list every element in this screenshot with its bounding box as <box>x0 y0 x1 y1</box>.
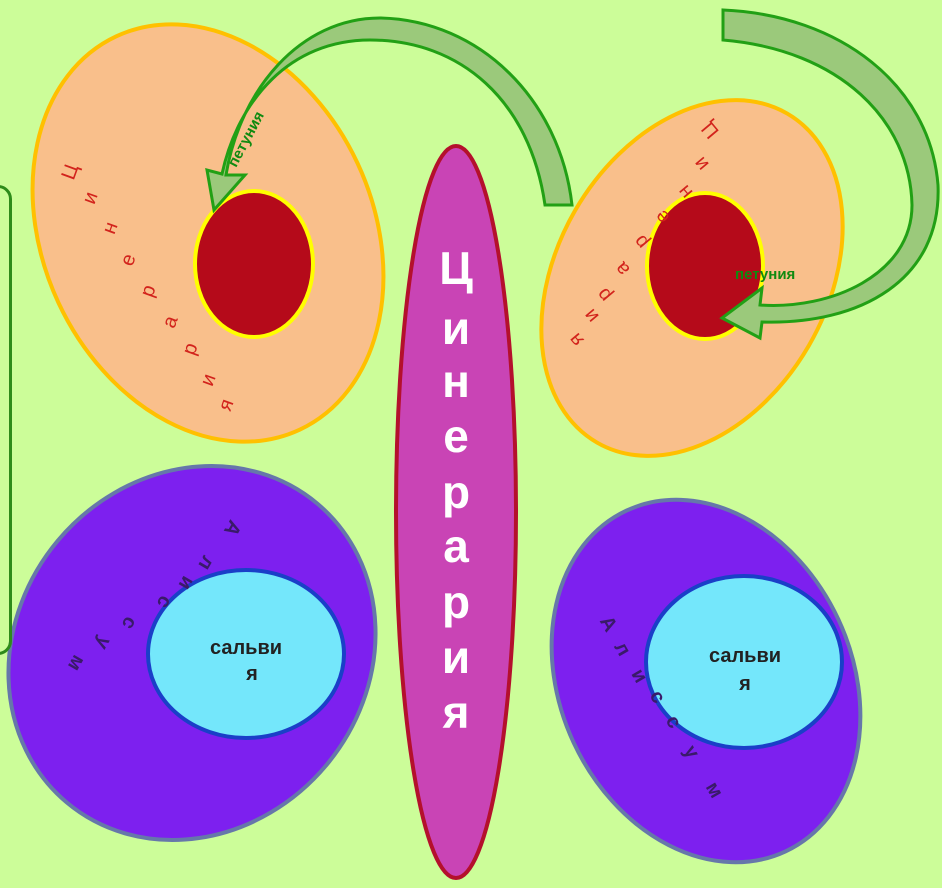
body-letter-5: р <box>442 466 470 518</box>
body-letter-4: е <box>443 410 469 462</box>
body-letter-8: и <box>442 631 470 683</box>
body-letter-3: н <box>442 355 470 407</box>
salvia-label-left-line2: я <box>245 663 258 685</box>
body-letter-1: Ц <box>439 242 473 294</box>
body-letter-7: р <box>442 576 470 628</box>
body-letter-9: я <box>442 686 470 738</box>
body-letter-6: а <box>443 520 469 572</box>
salvia-label-right-line2: я <box>738 673 751 695</box>
petunia-label-right: петуния <box>735 266 795 283</box>
left-frame-panel <box>0 185 12 655</box>
upper-left-spot <box>195 191 313 337</box>
body-letter-2: и <box>442 302 470 354</box>
salvia-label-right-line1: сальви <box>709 645 781 667</box>
salvia-label-left-line1: сальви <box>210 637 282 659</box>
